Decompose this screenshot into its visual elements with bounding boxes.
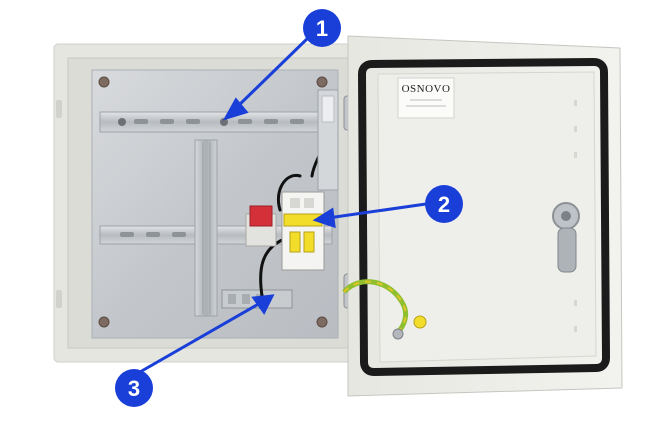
callout-badge-3: 3 <box>115 369 153 407</box>
callout-number: 3 <box>128 376 140 401</box>
door-label <box>397 77 455 119</box>
plate-screw <box>98 76 110 88</box>
callout-number: 1 <box>316 16 328 41</box>
side-latch <box>56 290 62 308</box>
side-latch <box>56 100 62 118</box>
door-lock[interactable] <box>552 202 580 273</box>
side-bracket <box>317 89 339 191</box>
callout-1-arrow <box>222 34 312 121</box>
callout-3-arrow <box>139 294 275 374</box>
plate-screw <box>98 316 110 328</box>
door-label-brand: OSNOVO <box>402 83 451 95</box>
red-indicator-module <box>245 205 277 247</box>
plate-screw <box>316 76 328 88</box>
callout-number: 2 <box>438 192 450 217</box>
enclosure-door: OSNOVO <box>342 35 623 397</box>
circuit-breaker <box>281 191 325 271</box>
din-rail <box>99 111 333 133</box>
callout-badge-1: 1 <box>303 9 341 47</box>
vertical-rail <box>194 139 218 317</box>
callout-badge-2: 2 <box>425 185 463 223</box>
callout-2-arrow <box>312 202 427 229</box>
ground-symbol-icon <box>413 315 427 329</box>
door-gasket <box>357 57 611 377</box>
plate-screw <box>316 316 328 328</box>
